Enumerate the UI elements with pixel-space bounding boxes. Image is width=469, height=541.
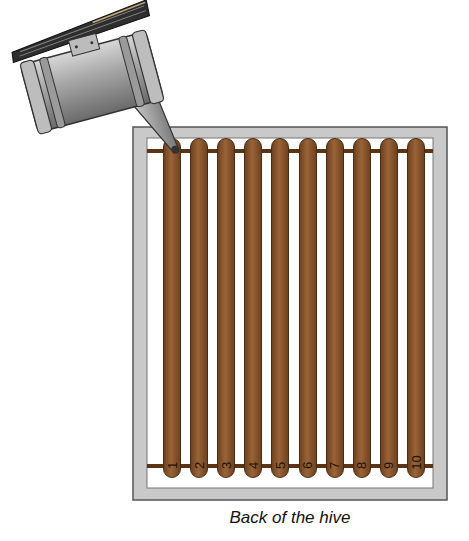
hive-frame: 9 [380, 138, 398, 478]
hive-interior [147, 138, 433, 488]
caption: Back of the hive [230, 508, 351, 528]
hive-frame: 5 [271, 138, 289, 478]
hive-frame: 2 [190, 138, 208, 478]
hive-frame: 3 [217, 138, 235, 478]
frame-number: 8 [355, 462, 368, 469]
frame-number: 2 [193, 462, 206, 469]
hive-frame: 1 [163, 138, 181, 478]
frame-number: 7 [328, 462, 341, 469]
frame-number: 9 [382, 462, 395, 469]
hive-frame: 8 [353, 138, 371, 478]
frame-number: 6 [301, 462, 314, 469]
hive-frame: 7 [326, 138, 344, 478]
frame-number: 1 [166, 462, 179, 469]
frame-number: 10 [410, 455, 423, 469]
hive-frame: 10 [407, 138, 425, 478]
frame-number: 4 [247, 462, 260, 469]
frame-number: 5 [274, 462, 287, 469]
hive-frame: 4 [244, 138, 262, 478]
frame-number: 3 [220, 462, 233, 469]
smoker [6, 0, 188, 189]
hive-body [133, 127, 447, 500]
hive-frame: 6 [299, 138, 317, 478]
